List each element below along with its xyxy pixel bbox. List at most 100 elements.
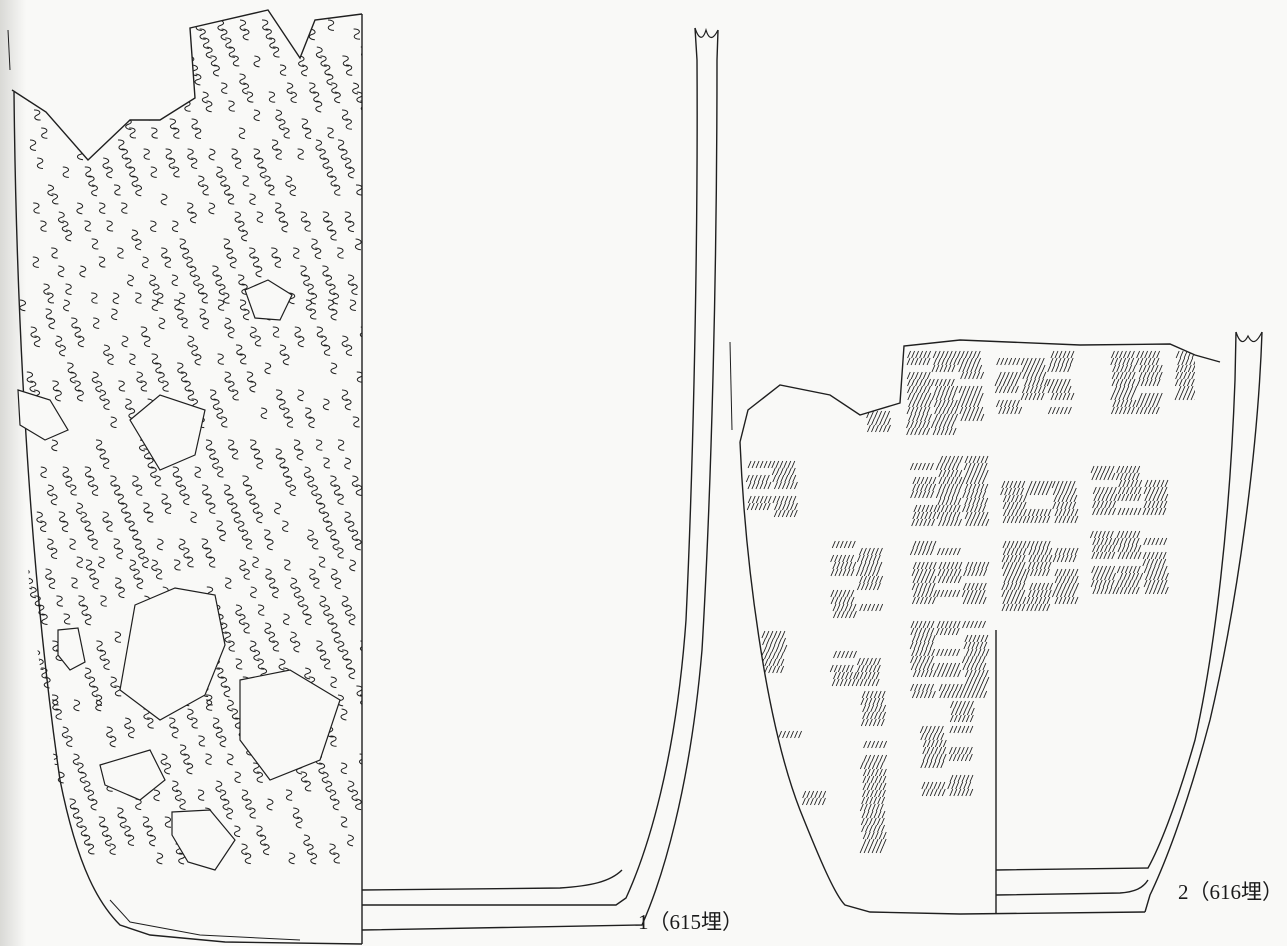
cord-mark — [747, 481, 772, 490]
cord-mark — [59, 344, 66, 357]
cord-mark — [249, 247, 256, 259]
cord-mark — [1143, 579, 1168, 588]
cord-mark — [1002, 540, 1027, 549]
cord-mark — [296, 448, 304, 461]
cord-mark — [98, 256, 106, 268]
cord-mark — [219, 529, 226, 542]
cord-mark — [154, 82, 162, 94]
cord-mark — [962, 620, 986, 629]
cord-mark — [911, 648, 936, 657]
cord-mark — [95, 439, 103, 451]
cord-mark — [129, 127, 137, 139]
cord-mark — [773, 509, 798, 518]
vessel-2-left-profile — [739, 441, 1146, 915]
cord-mark — [1028, 554, 1053, 563]
cord-mark — [341, 595, 349, 608]
cord-mark — [135, 292, 142, 304]
cord-mark — [1021, 364, 1046, 373]
cord-mark — [41, 73, 48, 85]
cord-mark — [368, 352, 380, 366]
cord-mark — [332, 538, 340, 551]
cord-mark — [261, 19, 269, 31]
cord-mark — [242, 28, 250, 41]
cord-mark — [282, 613, 290, 626]
cord-mark — [859, 803, 884, 812]
cord-mark — [216, 407, 224, 420]
cord-mark — [856, 664, 881, 673]
cord-mark — [354, 238, 362, 251]
cord-mark — [164, 256, 171, 268]
cord-mark — [934, 406, 959, 415]
cord-mark — [1001, 603, 1026, 612]
cord-mark — [333, 852, 340, 864]
cord-mark — [920, 760, 945, 769]
cord-mark — [274, 256, 281, 268]
cord-mark — [962, 596, 987, 605]
cord-mark — [275, 148, 282, 160]
cord-mark — [225, 577, 232, 589]
cord-mark — [856, 554, 881, 563]
cord-mark — [774, 481, 798, 490]
cord-mark — [355, 798, 362, 811]
cord-mark — [318, 556, 326, 568]
cord-mark — [288, 292, 296, 305]
cord-mark — [912, 483, 937, 492]
cord-mark — [238, 220, 245, 232]
cord-mark — [150, 166, 157, 178]
cord-mark — [862, 775, 887, 784]
cord-mark — [909, 462, 934, 471]
cord-mark — [263, 843, 270, 856]
cord-mark — [128, 166, 136, 178]
cord-mark — [908, 413, 932, 422]
cord-mark — [180, 371, 188, 383]
cord-mark — [921, 788, 946, 797]
cord-mark — [249, 439, 257, 451]
cord-mark — [199, 308, 206, 320]
cord-mark — [322, 211, 330, 223]
cord-mark — [347, 780, 355, 793]
cord-mark — [238, 613, 246, 626]
cord-mark — [1175, 371, 1195, 380]
cord-mark — [186, 762, 194, 775]
cord-mark — [155, 28, 162, 40]
cord-mark — [948, 746, 973, 755]
cord-mark — [99, 202, 106, 214]
cord-mark — [965, 518, 990, 527]
cord-mark — [239, 559, 246, 572]
cord-mark — [81, 604, 89, 617]
vessel-1-gap — [57, 627, 86, 671]
cord-mark — [33, 708, 40, 720]
cord-mark — [862, 704, 887, 713]
cord-mark — [156, 538, 164, 551]
cord-mark — [347, 520, 355, 533]
cord-mark — [936, 511, 961, 520]
cord-mark — [322, 511, 330, 523]
cord-mark — [911, 518, 936, 527]
cord-mark — [179, 798, 186, 810]
cord-mark — [272, 46, 280, 58]
cord-mark — [181, 317, 189, 329]
cord-mark — [347, 220, 355, 233]
cord-mark — [103, 344, 110, 357]
cord-mark — [202, 37, 210, 49]
cord-mark — [1115, 579, 1140, 588]
cord-mark — [964, 511, 989, 520]
cord-mark — [348, 667, 356, 680]
cord-mark — [118, 586, 125, 599]
cord-mark — [863, 754, 888, 763]
cord-mark — [169, 118, 177, 130]
cord-mark — [43, 843, 50, 855]
cord-mark — [158, 317, 166, 330]
vessel-2-caption: 2（616埋） — [1178, 880, 1283, 904]
cord-mark — [71, 317, 78, 329]
cord-mark — [91, 538, 98, 550]
cord-mark — [337, 493, 344, 505]
cord-mark — [334, 91, 341, 104]
cord-mark — [57, 265, 65, 278]
cord-mark — [331, 622, 338, 634]
cord-mark — [235, 658, 243, 670]
cord-mark — [962, 683, 987, 692]
cord-mark — [74, 380, 82, 392]
cord-mark — [1054, 575, 1079, 584]
cord-mark — [253, 448, 261, 460]
